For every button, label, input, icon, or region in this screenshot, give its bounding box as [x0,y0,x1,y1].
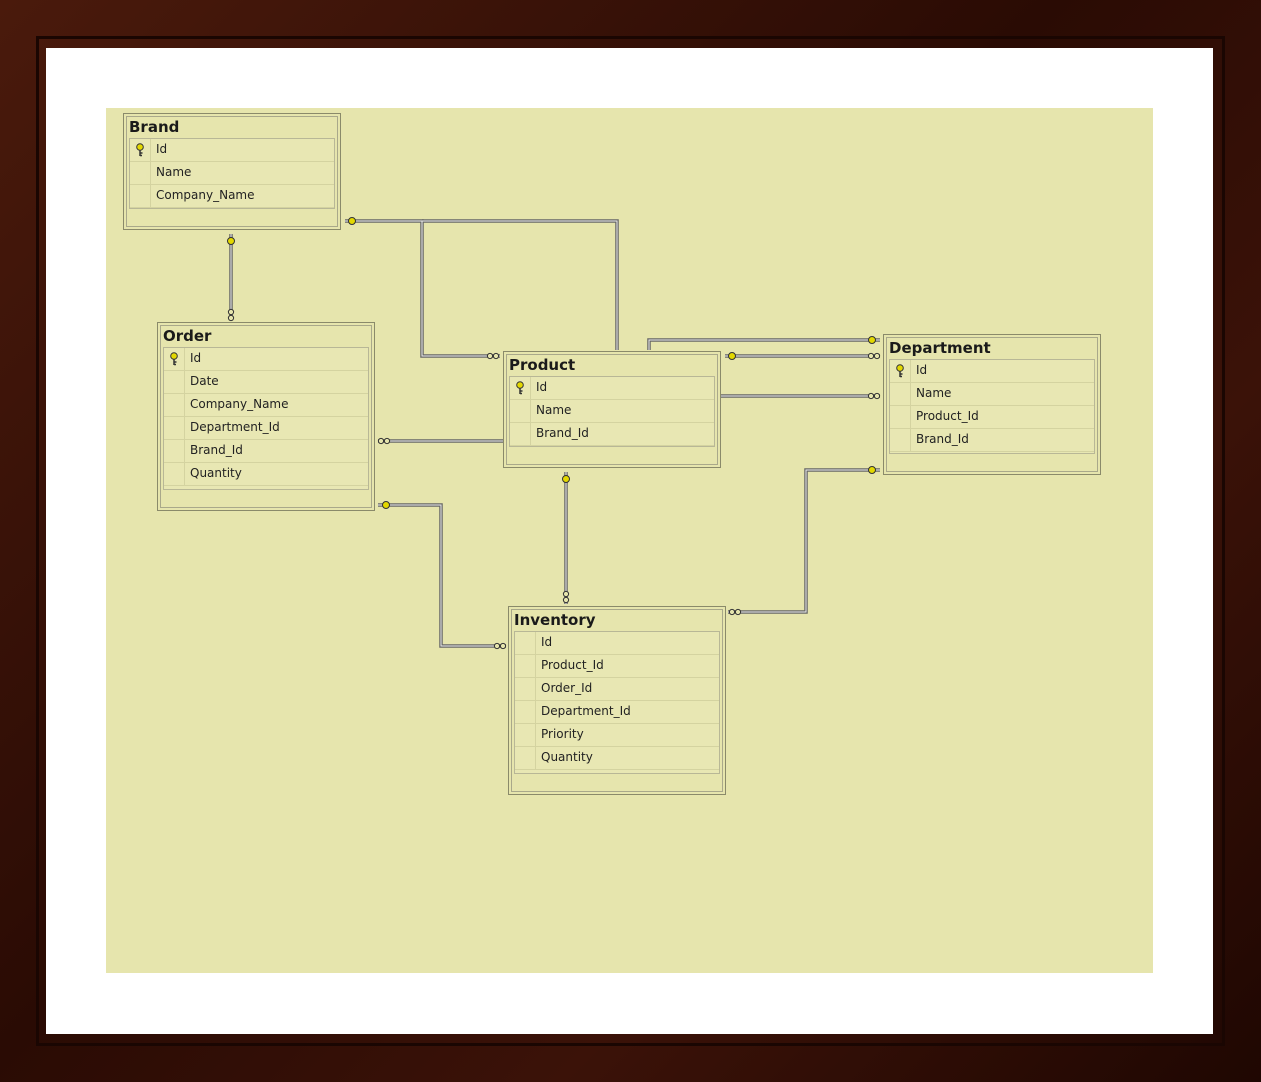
table-department[interactable]: Department Id Name Product_Id Brand_Id [883,334,1101,475]
column-row[interactable]: Department_Id [515,701,719,724]
column-row[interactable]: Order_Id [515,678,719,701]
column-name: Order_Id [541,681,593,695]
primary-key-icon [170,352,178,366]
column-name: Id [916,363,928,377]
column-name: Priority [541,727,584,741]
column-row[interactable]: Brand_Id [890,429,1094,452]
column-row[interactable]: Id [164,348,368,371]
column-row[interactable]: Quantity [515,747,719,770]
table-title: Order [163,327,212,345]
column-name: Company_Name [156,188,255,202]
column-list: Id Date Company_Name Department_Id Brand… [163,347,369,490]
table-product[interactable]: Product Id Name Brand_Id [503,351,721,468]
column-name: Product_Id [541,658,604,672]
primary-key-icon [136,143,144,157]
diagram-canvas [106,108,1153,973]
table-title: Product [509,356,576,374]
column-name: Date [190,374,219,388]
column-list: Id Name Company_Name [129,138,335,209]
column-row[interactable]: Department_Id [164,417,368,440]
column-row[interactable]: Id [890,360,1094,383]
column-row[interactable]: Name [130,162,334,185]
column-row[interactable]: Brand_Id [510,423,714,446]
column-row[interactable]: Brand_Id [164,440,368,463]
column-row[interactable]: Company_Name [130,185,334,208]
frame-inner-edge [36,36,1225,1046]
column-name: Quantity [190,466,242,480]
column-row[interactable]: Id [515,632,719,655]
column-row[interactable]: Product_Id [515,655,719,678]
table-inventory[interactable]: Inventory Id Product_Id Order_Id Departm… [508,606,726,795]
column-row[interactable]: Quantity [164,463,368,486]
column-name: Id [536,380,548,394]
column-name: Name [536,403,572,417]
column-name: Product_Id [916,409,979,423]
column-list: Id Name Brand_Id [509,376,715,447]
column-row[interactable]: Priority [515,724,719,747]
column-row[interactable]: Company_Name [164,394,368,417]
column-name: Department_Id [541,704,631,718]
column-row[interactable]: Id [510,377,714,400]
column-list: Id Product_Id Order_Id Department_Id Pri… [514,631,720,774]
table-title: Department [889,339,991,357]
table-brand[interactable]: Brand Id Name Company_Name [123,113,341,230]
rel-brand-department-b[interactable] [647,338,880,350]
many-end-markers [227,308,881,650]
column-name: Brand_Id [916,432,969,446]
table-order[interactable]: Order Id Date Company_Name Department_Id… [157,322,375,511]
column-row[interactable]: Id [130,139,334,162]
column-name: Name [916,386,952,400]
column-name: Id [156,142,168,156]
column-name: Company_Name [190,397,289,411]
column-name: Name [156,165,192,179]
column-row[interactable]: Name [890,383,1094,406]
column-list: Id Name Product_Id Brand_Id [889,359,1095,454]
column-row[interactable]: Name [510,400,714,423]
column-row[interactable]: Product_Id [890,406,1094,429]
column-name: Brand_Id [536,426,589,440]
column-name: Brand_Id [190,443,243,457]
primary-key-icon [516,381,524,395]
table-title: Inventory [514,611,596,629]
table-title: Brand [129,118,180,136]
rel-order-inventory[interactable] [378,503,506,648]
column-row[interactable]: Date [164,371,368,394]
column-name: Quantity [541,750,593,764]
rel-department-inventory[interactable] [728,468,880,614]
column-name: Department_Id [190,420,280,434]
rel-brand-department[interactable] [422,219,619,350]
primary-key-icon [896,364,904,378]
column-name: Id [190,351,202,365]
column-name: Id [541,635,553,649]
